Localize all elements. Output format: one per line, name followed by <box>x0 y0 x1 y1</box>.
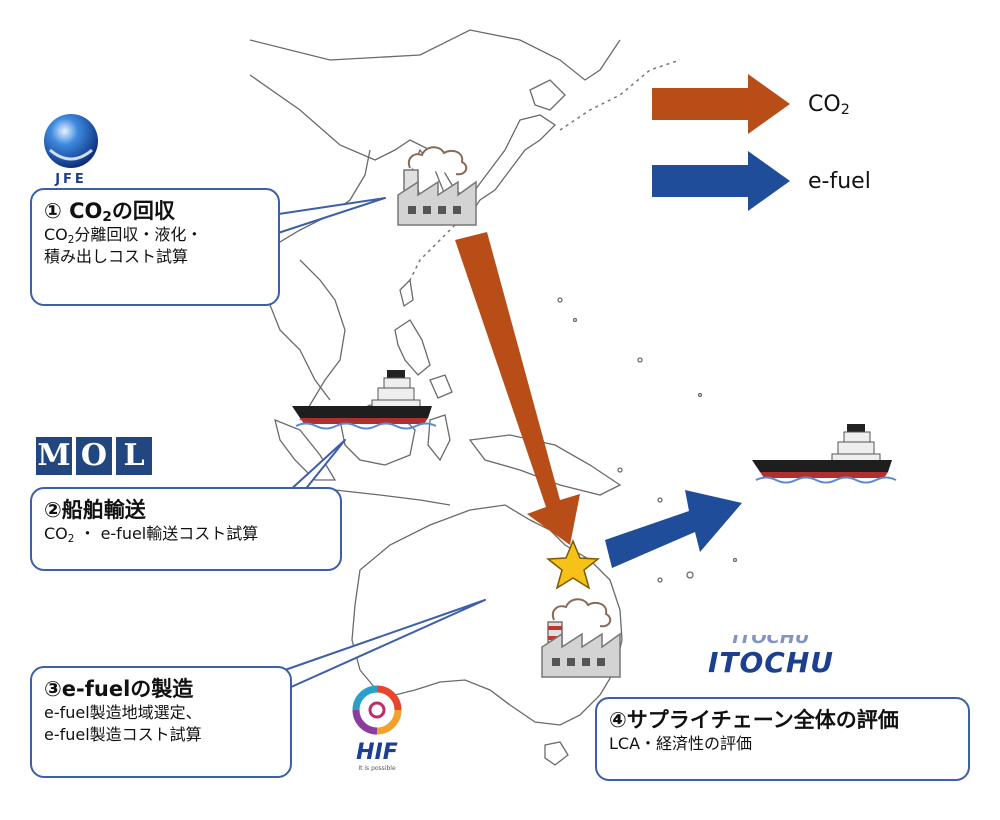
callout-title: ④サプライチェーン全体の評価 <box>609 708 899 732</box>
callout-title: ②船舶輸送 <box>44 498 146 522</box>
coastline-map <box>249 29 738 766</box>
ship-icon-pacific <box>752 424 897 484</box>
jfe-globe-icon <box>44 114 98 168</box>
callout-title: ③e-fuelの製造 <box>44 677 194 701</box>
callout-text: CO2 ・ e-fuel輸送コスト試算 <box>44 524 259 545</box>
jfe-logo: JFE <box>40 110 110 190</box>
factory-icon-japan <box>397 146 477 226</box>
callout-supply-chain-evaluation: ④サプライチェーン全体の評価 LCA・経済性の評価 <box>595 697 970 781</box>
callout-text: e-fuel製造地域選定、 <box>44 703 202 722</box>
efuel-legend-label: e-fuel <box>808 169 871 194</box>
callout-text: e-fuel製造コスト試算 <box>44 725 202 744</box>
mol-logo: M O L <box>36 437 152 475</box>
efuel-legend-arrow <box>652 151 790 211</box>
co2-legend-arrow <box>652 74 790 134</box>
callout-ship-transport: ②船舶輸送 CO2 ・ e-fuel輸送コスト試算 <box>30 487 342 571</box>
island-chain-dashed <box>409 59 681 281</box>
hif-swirl-icon <box>352 685 402 735</box>
callout-title: ① CO2の回収 <box>44 199 175 225</box>
callout-co2-capture: ① CO2の回収 CO2分離回収・液化・ 積み出しコスト試算 <box>30 188 280 306</box>
efuel-route-arrow <box>605 490 742 568</box>
callout-text: 積み出しコスト試算 <box>44 247 189 266</box>
ship-icon-asia <box>292 370 437 430</box>
callout-text: LCA・経済性の評価 <box>609 734 753 753</box>
itochu-logo: ITOCHU ITOCHU <box>707 627 835 679</box>
star-icon <box>545 539 601 590</box>
co2-legend-label: CO2 <box>808 92 850 118</box>
factory-icon-australia <box>541 598 621 678</box>
hif-logo: HIF It is possible <box>346 683 408 783</box>
callout-text: CO2分離回収・液化・ <box>44 225 203 246</box>
callout-pointers <box>261 197 486 693</box>
callout-efuel-production: ③e-fuelの製造 e-fuel製造地域選定、 e-fuel製造コスト試算 <box>30 666 292 778</box>
co2-route-arrow <box>455 232 580 545</box>
